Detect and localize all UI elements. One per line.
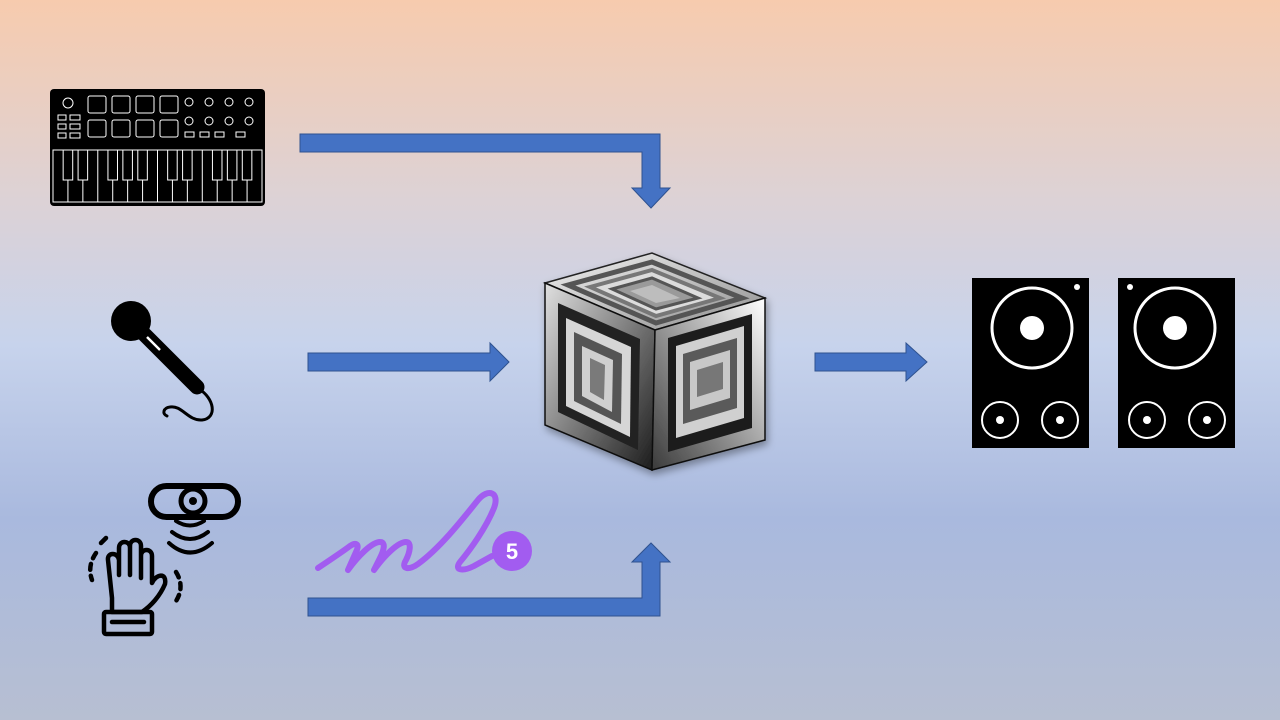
arrow-cube-to-speakers xyxy=(814,341,928,383)
black-key xyxy=(77,149,89,181)
arrow-keyboard-to-cube xyxy=(299,133,672,209)
hand-gesture-webcam-icon xyxy=(87,483,241,637)
webcam-icon xyxy=(148,483,241,555)
black-key xyxy=(122,149,133,181)
concentric-cube-icon xyxy=(542,252,768,472)
arrow-mic-to-cube xyxy=(307,341,510,383)
speaker-left-icon xyxy=(972,278,1089,448)
black-key xyxy=(211,149,223,181)
microphone-icon xyxy=(111,301,214,422)
hand-icon xyxy=(87,535,183,637)
midi-keyboard-icon xyxy=(50,89,265,206)
black-key xyxy=(241,149,253,181)
black-key xyxy=(167,149,178,181)
black-key xyxy=(137,149,148,181)
ml5-badge: 5 xyxy=(506,539,518,564)
black-key xyxy=(107,149,118,181)
black-key xyxy=(62,149,74,181)
ml5-logo: 5 xyxy=(315,490,532,573)
arrow-ml5-to-cube xyxy=(307,542,672,617)
black-key xyxy=(226,149,238,181)
speaker-right-icon xyxy=(1118,278,1235,448)
black-key xyxy=(182,149,193,181)
